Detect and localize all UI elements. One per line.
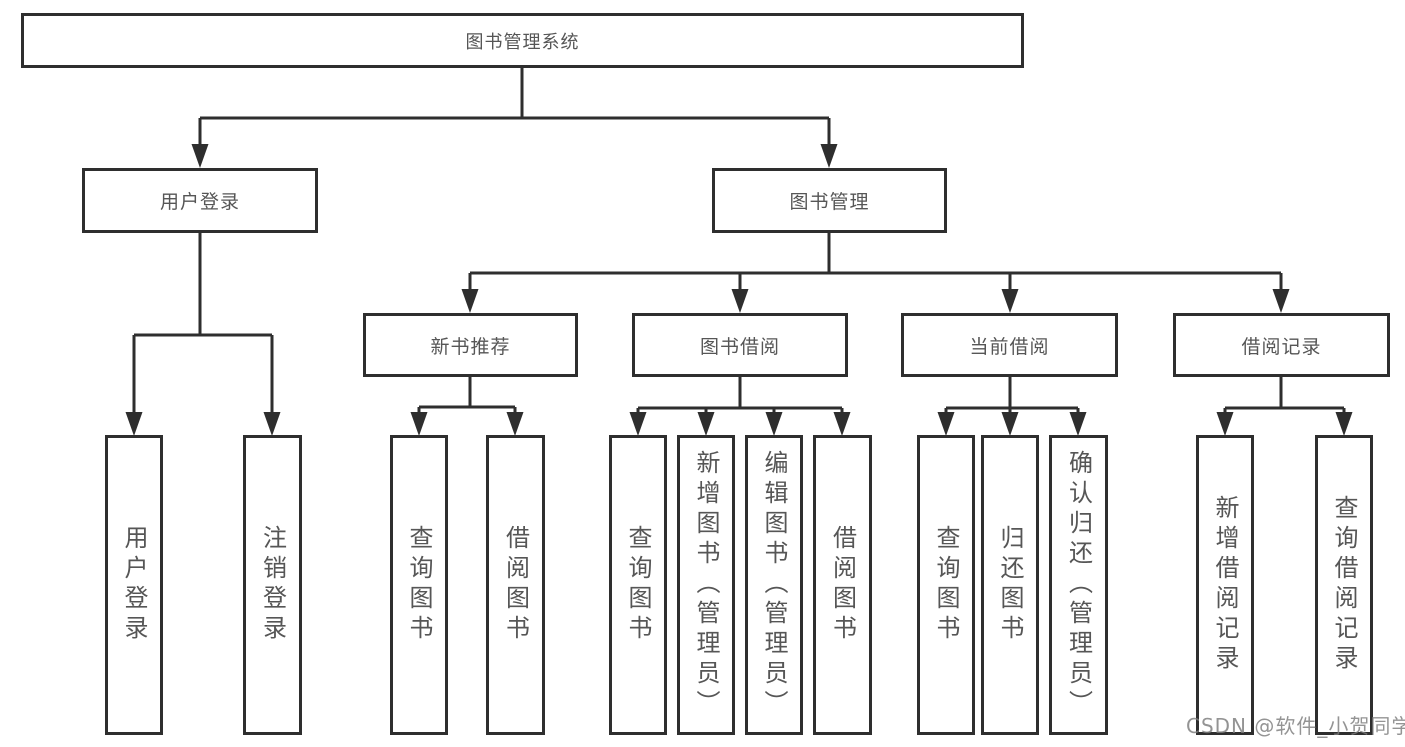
node-book-management: 图书管理 [712, 168, 947, 233]
leaf-query-books-current: 查询图书 [917, 435, 975, 735]
node-current-borrowing: 当前借阅 [901, 313, 1118, 377]
leaf-query-books-recommend: 查询图书 [390, 435, 448, 735]
leaf-borrow-books-recommend: 借阅图书 [486, 435, 545, 735]
csdn-watermark: CSDN @软件_小贺同学 [1186, 714, 1405, 738]
leaf-logout: 注销登录 [243, 435, 302, 735]
leaf-edit-books-admin: 编辑图书（管理员） [745, 435, 803, 735]
leaf-query-books-borrow: 查询图书 [609, 435, 667, 735]
node-book-borrowing: 图书借阅 [632, 313, 848, 377]
node-user-login: 用户登录 [82, 168, 318, 233]
leaf-add-books-admin: 新增图书（管理员） [677, 435, 735, 735]
leaf-borrow-books: 借阅图书 [813, 435, 872, 735]
leaf-return-books: 归还图书 [981, 435, 1039, 735]
node-borrowing-records: 借阅记录 [1173, 313, 1390, 377]
leaf-query-borrow-record: 查询借阅记录 [1315, 435, 1373, 735]
leaf-user-login: 用户登录 [105, 435, 163, 735]
node-library-management-system: 图书管理系统 [21, 13, 1024, 68]
leaf-confirm-return-admin: 确认归还（管理员） [1049, 435, 1108, 735]
leaf-add-borrow-record: 新增借阅记录 [1196, 435, 1254, 735]
node-new-book-recommendation: 新书推荐 [363, 313, 578, 377]
